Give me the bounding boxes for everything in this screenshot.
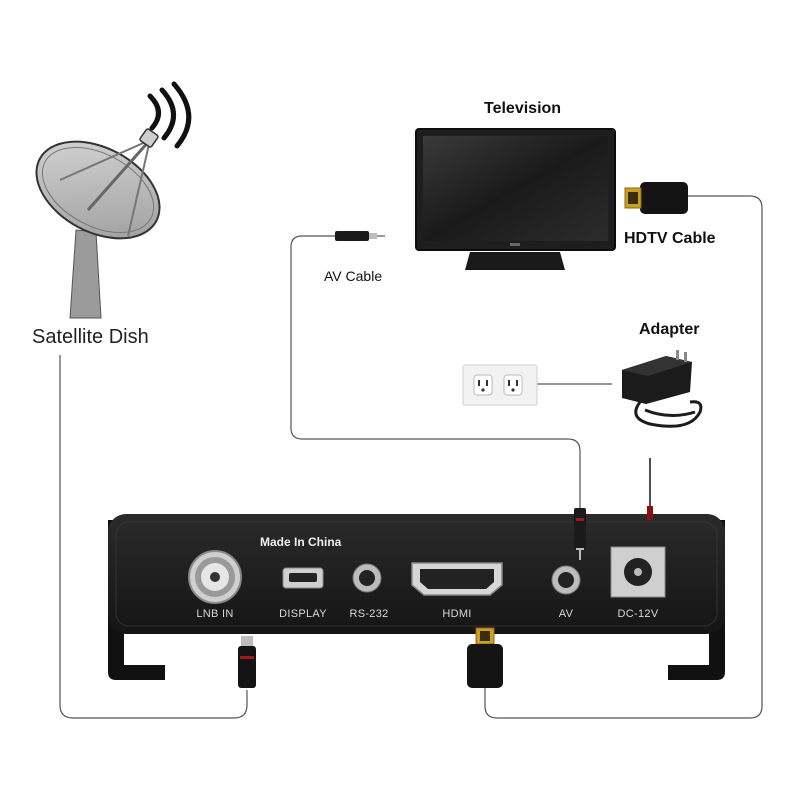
lnb-plug-icon bbox=[238, 636, 256, 688]
av-plug-icon bbox=[335, 231, 385, 241]
satellite-dish-label: Satellite Dish bbox=[32, 326, 149, 348]
av-port-label: AV bbox=[558, 608, 574, 620]
satellite-dish-icon bbox=[35, 81, 192, 319]
av-cable-label: AV Cable bbox=[324, 268, 383, 284]
adapter-label: Adapter bbox=[639, 321, 700, 338]
hdtv-cable-label: HDTV Cable bbox=[624, 230, 716, 247]
av-cable-line bbox=[290, 235, 581, 510]
hdmi-port-icon bbox=[411, 562, 503, 596]
wall-outlet-icon bbox=[462, 364, 538, 406]
television-label: Television bbox=[484, 100, 562, 117]
television-icon bbox=[415, 128, 616, 270]
rs232-port-icon bbox=[352, 563, 382, 593]
hdmi-plug-inserted-icon bbox=[467, 627, 503, 688]
hdmi-plug-icon bbox=[624, 182, 688, 214]
rs232-port-label: RS-232 bbox=[349, 608, 389, 620]
dc-port-label: DC-12V bbox=[617, 608, 659, 620]
dc-port-icon bbox=[610, 546, 666, 598]
display-port-label: DISPLAY bbox=[279, 608, 327, 620]
lnb-cable bbox=[59, 355, 248, 719]
hdmi-port-label: HDMI bbox=[442, 608, 472, 620]
lnb-in-port-label: LNB IN bbox=[196, 608, 234, 620]
hdtv-cable-line bbox=[484, 195, 763, 719]
display-port-icon bbox=[282, 567, 324, 589]
made-in-label: Made In China bbox=[260, 535, 342, 549]
cables bbox=[59, 195, 763, 719]
receiver-box bbox=[108, 514, 725, 680]
lnb-in-port-icon bbox=[188, 550, 242, 604]
av-plug-inserted-icon bbox=[574, 508, 586, 560]
dc-plug-marker bbox=[647, 506, 653, 520]
av-port-icon bbox=[551, 565, 581, 595]
power-adapter-icon bbox=[622, 350, 703, 428]
